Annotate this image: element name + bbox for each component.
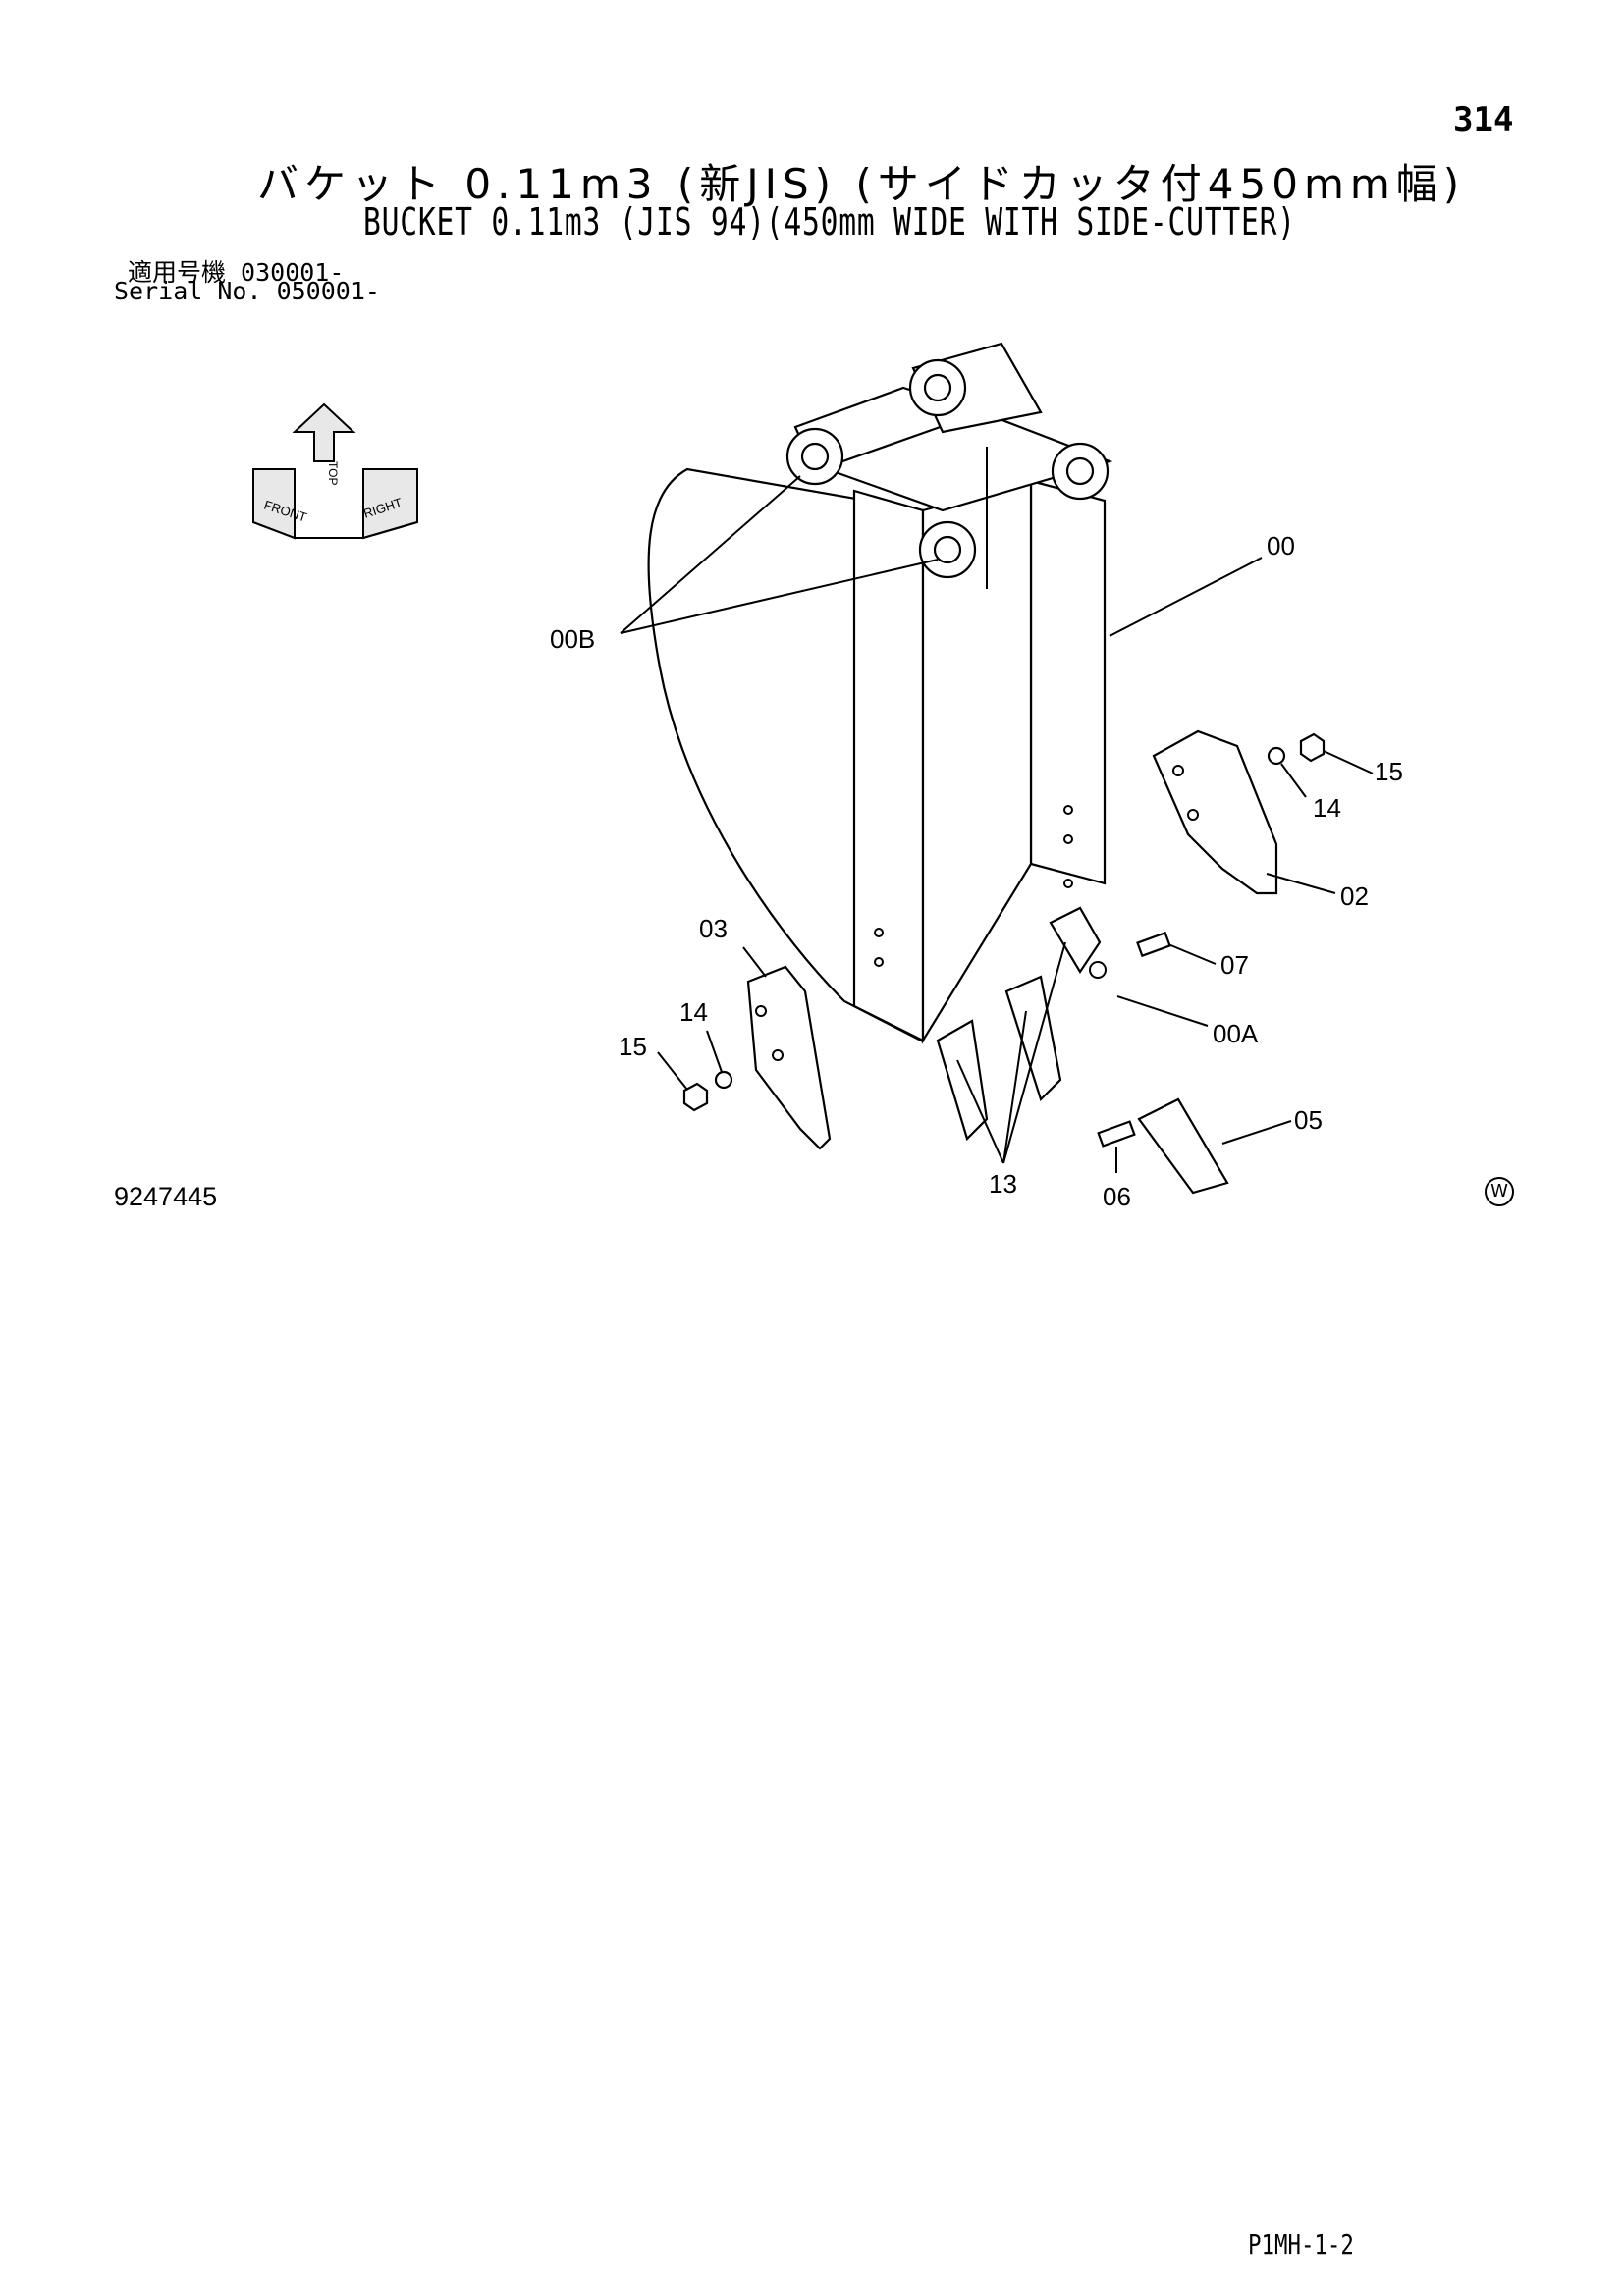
nut-15-right bbox=[1299, 732, 1326, 763]
leader-lines bbox=[620, 475, 1374, 1173]
footer-code: P1MH-1-2 bbox=[1248, 2228, 1354, 2261]
title-japanese: バケット 0.11m3 (新JIS) (サイドカッタ付450mm幅) bbox=[257, 160, 1466, 208]
callout-00: 00 bbox=[1267, 531, 1295, 561]
callout-15-right: 15 bbox=[1375, 757, 1403, 786]
serial-line-applicable-machine: 適用号機 030001- bbox=[128, 258, 345, 287]
title-english: BUCKET 0.11m3 (JIS 94)(450mm WIDE WITH S… bbox=[363, 200, 1296, 243]
callout-03: 03 bbox=[699, 914, 728, 943]
callout-02: 02 bbox=[1340, 881, 1369, 911]
callout-05: 05 bbox=[1294, 1105, 1323, 1135]
orientation-icon: FRONT RIGHT TOP bbox=[252, 402, 418, 540]
callout-13: 13 bbox=[989, 1169, 1017, 1199]
callout-06: 06 bbox=[1103, 1182, 1131, 1211]
washer-14-right bbox=[1267, 746, 1286, 766]
tooth-05 bbox=[1137, 1097, 1229, 1195]
orientation-label-top: TOP bbox=[326, 461, 340, 485]
bucket-teeth bbox=[936, 906, 1107, 1142]
callout-14-right: 14 bbox=[1313, 793, 1341, 823]
callout-00B: 00B bbox=[550, 624, 595, 654]
callout-14-left: 14 bbox=[679, 997, 708, 1027]
pin-06 bbox=[1097, 1120, 1136, 1148]
parts-diagram: FRONT RIGHT TOP bbox=[252, 342, 1403, 1211]
washer-14-left bbox=[714, 1070, 733, 1090]
watermark-symbol: W bbox=[1485, 1177, 1514, 1206]
document-number: 9247445 bbox=[114, 1182, 218, 1211]
bucket-body bbox=[647, 342, 1113, 1044]
callout-00A: 00A bbox=[1213, 1019, 1259, 1048]
side-cutter-right bbox=[1152, 729, 1278, 895]
side-cutter-left bbox=[746, 965, 832, 1150]
callout-07: 07 bbox=[1220, 950, 1249, 980]
callout-15-left: 15 bbox=[619, 1032, 647, 1061]
page-number: 314 bbox=[1453, 100, 1514, 139]
nut-15-left bbox=[682, 1082, 709, 1112]
serial-line-serial-no: Serial No. 050001- bbox=[114, 277, 380, 305]
pin-07 bbox=[1136, 931, 1171, 958]
